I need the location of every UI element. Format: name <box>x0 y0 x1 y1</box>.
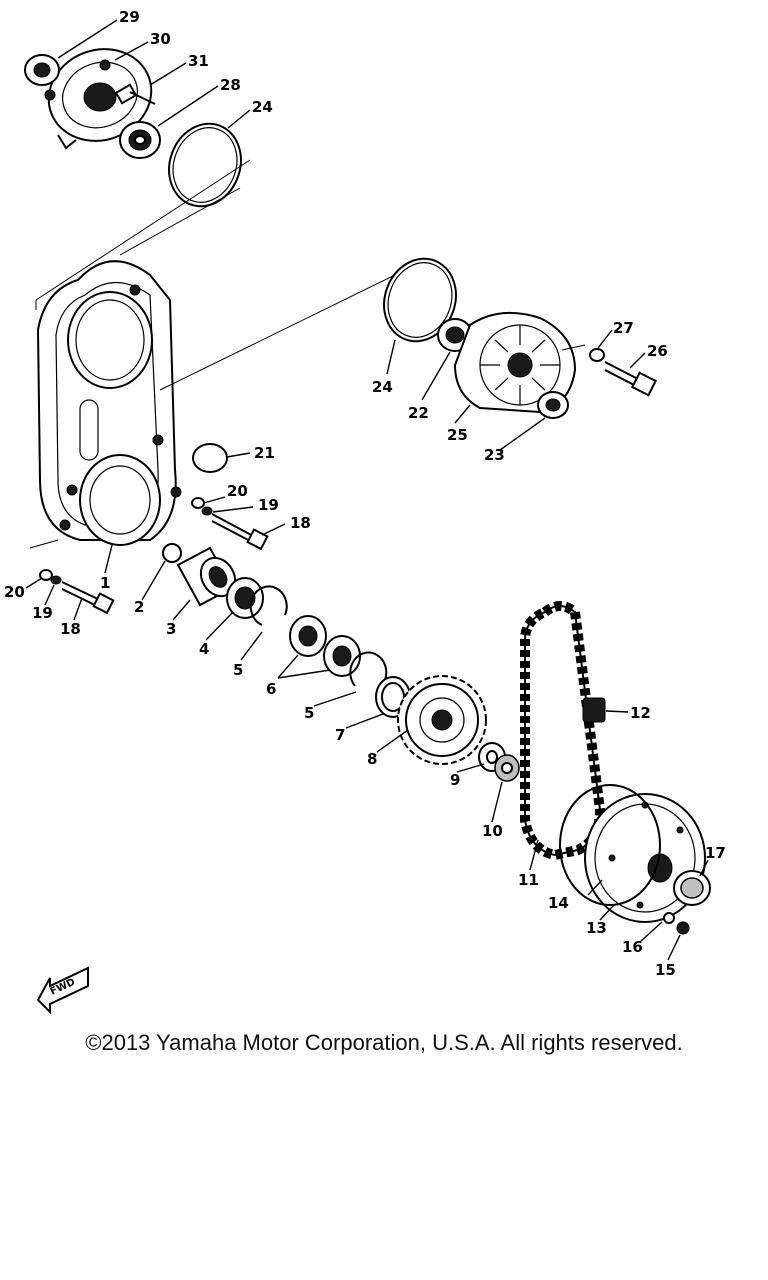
callout-label: 12 <box>630 704 651 722</box>
callout-label: 16 <box>622 938 643 956</box>
assembly-line <box>159 274 396 391</box>
washer-27 <box>589 348 605 362</box>
callout-label: 27 <box>613 319 634 337</box>
callout-label: 22 <box>408 404 429 422</box>
callout-label: 25 <box>447 426 468 444</box>
forward-direction-mark: FWD <box>36 966 89 1015</box>
chain-case-cover <box>35 260 182 546</box>
screw-15 <box>676 921 690 935</box>
assembly-line <box>29 539 59 549</box>
callout-label: 15 <box>655 961 676 979</box>
callout-label: 30 <box>150 30 171 48</box>
callout-label: 2 <box>134 598 144 616</box>
housing-25 <box>453 311 577 414</box>
callout-label: 20 <box>227 482 248 500</box>
callout-label: 19 <box>258 496 279 514</box>
bolt-31 <box>114 83 156 105</box>
circlip-5a <box>249 585 288 626</box>
cap-17 <box>673 870 711 906</box>
bearing-cap-assembly <box>44 48 153 150</box>
drive-chain-11 <box>520 601 606 861</box>
callout-labels: 29 30 31 28 24 24 22 25 27 26 23 21 20 1… <box>4 8 726 979</box>
circlip-5b <box>349 651 388 687</box>
callout-label: 31 <box>188 52 209 70</box>
oil-seal-23 <box>537 391 569 419</box>
washer-set-right <box>191 497 269 551</box>
circlip-2 <box>162 543 182 563</box>
callout-label: 20 <box>4 583 25 601</box>
chain-link-12 <box>582 697 606 723</box>
callout-label: 24 <box>252 98 273 116</box>
o-ring-24-right <box>383 257 457 343</box>
callout-label: 7 <box>335 726 345 744</box>
sprocket-8 <box>397 675 487 765</box>
callout-label: 26 <box>647 342 668 360</box>
callout-label: 23 <box>484 446 505 464</box>
oil-seal-29 <box>24 54 60 86</box>
callout-label: 13 <box>586 919 607 937</box>
callout-label: 8 <box>367 750 377 768</box>
assembly-line <box>561 344 586 351</box>
o-ring-24-top <box>168 122 242 208</box>
washer-16 <box>663 912 675 924</box>
washer-set-left <box>39 569 115 615</box>
callout-label: 5 <box>233 661 243 679</box>
seal-6 <box>289 615 361 677</box>
callout-label: 1 <box>100 574 110 592</box>
bolt-26 <box>604 361 657 397</box>
callout-label: 18 <box>290 514 311 532</box>
callout-label: 24 <box>372 378 393 396</box>
callout-label: 4 <box>199 640 209 658</box>
callout-label: 5 <box>304 704 314 722</box>
callout-label: 6 <box>266 680 276 698</box>
leader-lines <box>25 19 709 961</box>
callout-label: 29 <box>119 8 140 26</box>
callout-label: 3 <box>166 620 176 638</box>
cap-21 <box>192 443 228 473</box>
assembly-line <box>35 159 251 301</box>
assembly-line <box>119 187 241 256</box>
callout-label: 19 <box>32 604 53 622</box>
callout-label: 9 <box>450 771 460 789</box>
nut-10 <box>494 754 520 782</box>
callout-label: 18 <box>60 620 81 638</box>
bearing-28 <box>119 121 161 159</box>
callout-label: 21 <box>254 444 275 462</box>
callout-label: 17 <box>705 844 726 862</box>
callout-label: 28 <box>220 76 241 94</box>
callout-label: 14 <box>548 894 569 912</box>
bearing-4 <box>226 577 264 619</box>
callout-label: 10 <box>482 822 503 840</box>
callout-label: 11 <box>518 871 539 889</box>
copyright-notice: ©2013 Yamaha Motor Corporation, U.S.A. A… <box>85 1030 683 1055</box>
gasket-14 <box>559 784 661 906</box>
